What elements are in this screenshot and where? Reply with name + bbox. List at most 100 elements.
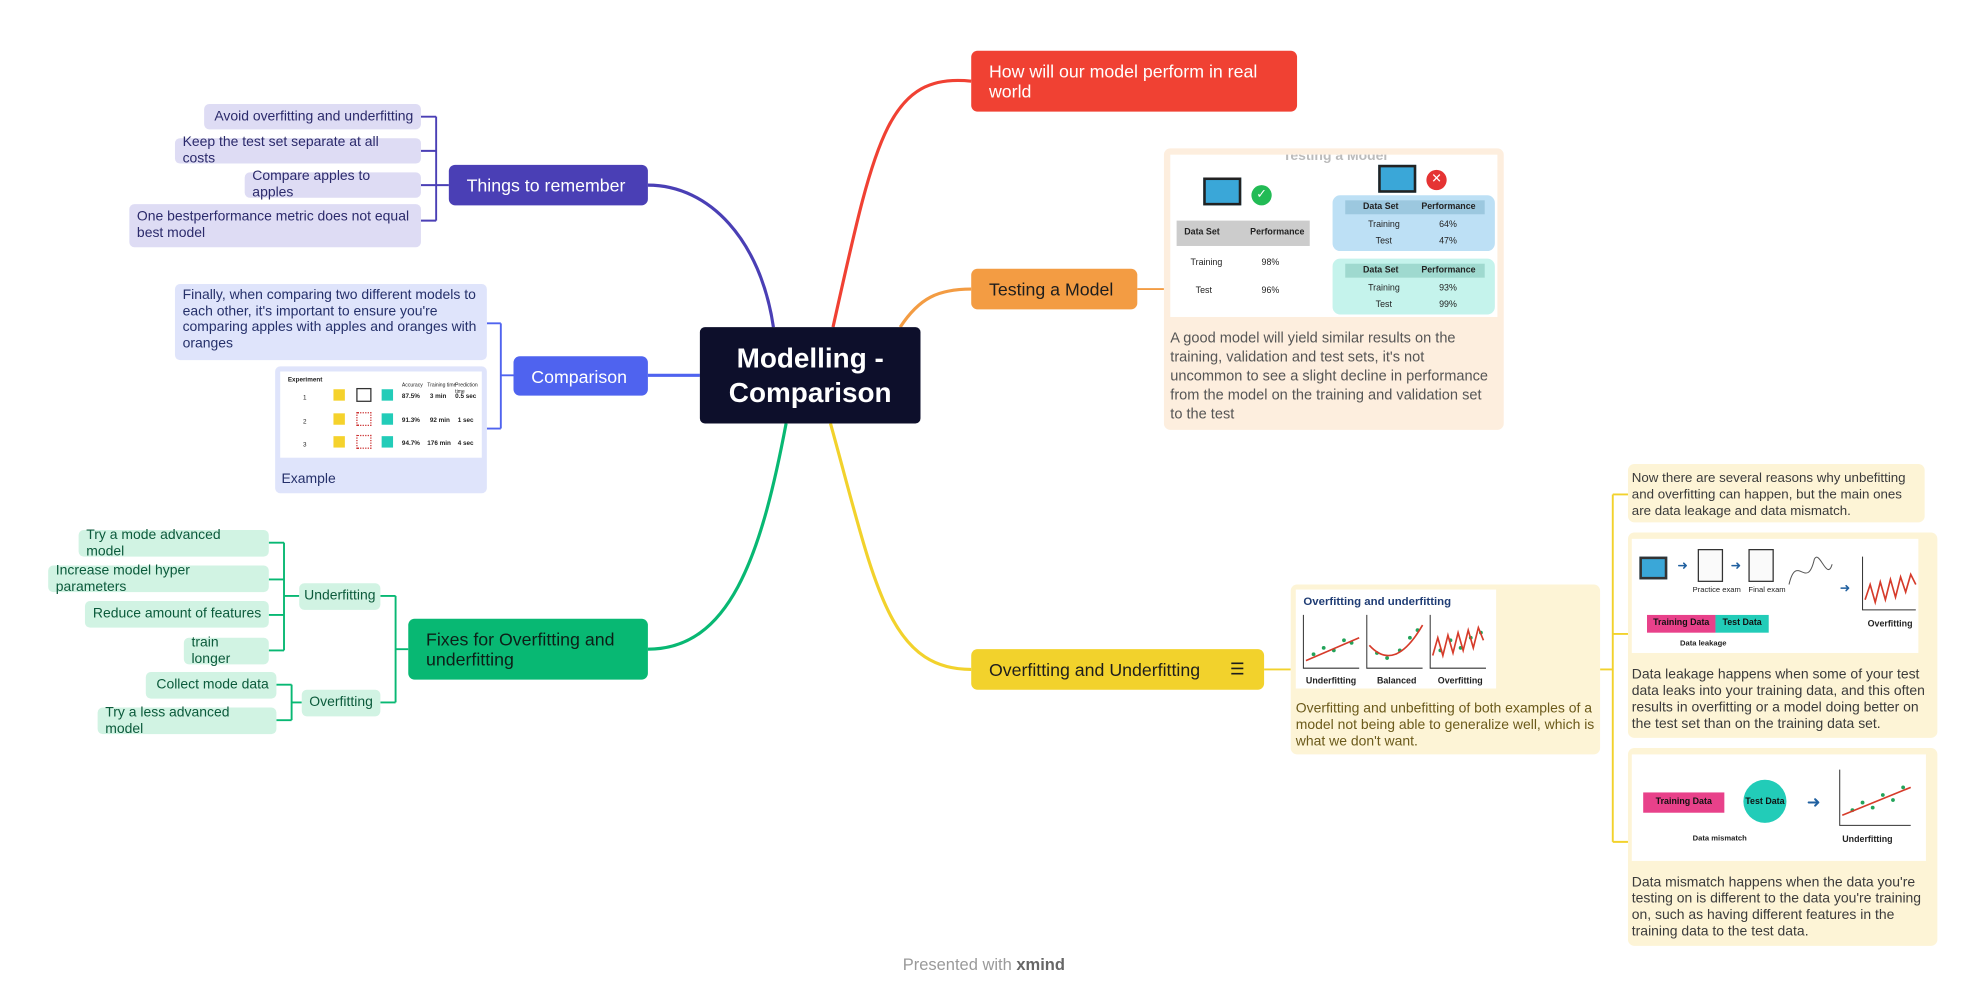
left-table-cell: Training <box>1190 258 1223 268</box>
data-mismatch-image: Training Data Test Data ➜ Underfitting D… <box>1631 754 1926 861</box>
underfit-curve-graphic <box>1839 769 1912 826</box>
overfitting-fix-item[interactable]: Collect mode data <box>145 671 277 699</box>
central-topic[interactable]: Modelling - Comparison <box>699 327 921 424</box>
central-topic-label: Modelling - Comparison <box>728 342 892 409</box>
comparison-note[interactable]: Finally, when comparing two different mo… <box>174 284 487 361</box>
testing-model-card: Testing a Model ✓ ✕ Data Set Performance… <box>1163 148 1504 430</box>
monitor-icon <box>1378 164 1417 193</box>
notes-icon[interactable]: ☰ <box>1229 659 1245 679</box>
reasons-note: Now there are several reasons why unbefi… <box>1631 470 1906 519</box>
topic-overfitting[interactable]: Overfitting and Underfitting ☰ <box>971 649 1265 690</box>
experiment-cell: 3 <box>303 441 307 449</box>
training-time-cell: 3 min <box>429 393 447 401</box>
overfitting-fix-item[interactable]: Try a less advanced model <box>97 704 277 736</box>
underfitting-fix-item[interactable]: Increase model hyper parameters <box>48 562 269 594</box>
testing-model-note: A good model will yield similar results … <box>1170 330 1488 423</box>
cross-icon: ✕ <box>1426 169 1447 191</box>
accuracy-cell: 91.3% <box>401 417 420 425</box>
data-leakage-note: Data leakage happens when some of your t… <box>1631 666 1925 732</box>
input-square <box>333 413 345 425</box>
mismatch-result: Underfitting <box>1842 835 1893 845</box>
prediction-time-cell: 1 sec <box>457 417 474 425</box>
topic-real-world-label: How will our model perform in real world <box>988 60 1258 102</box>
accuracy-header: Accuracy <box>401 381 423 388</box>
remember-item[interactable]: Compare apples to apples <box>244 169 421 200</box>
topic-things-to-remember[interactable]: Things to remember <box>448 164 648 206</box>
data-mismatch-card: Training Data Test Data ➜ Underfitting D… <box>1627 748 1938 946</box>
remember-item[interactable]: Avoid overfitting and underfitting <box>204 103 421 130</box>
topic-comparison-label: Comparison <box>531 365 627 387</box>
model-icon <box>356 412 372 427</box>
overfitting-subtopic[interactable]: Overfitting <box>301 689 381 717</box>
left-table-cell: Test <box>1195 286 1212 296</box>
topic-fixes-label: Fixes for Overfitting and underfitting <box>426 628 615 670</box>
reasons-card: Now there are several reasons why unbefi… <box>1627 464 1925 523</box>
comparison-example-caption: Example <box>281 471 336 487</box>
overfitting-cell: Test <box>1375 300 1392 310</box>
input-square <box>333 436 345 448</box>
remember-item[interactable]: Keep the test set separate at all costs <box>174 134 421 166</box>
left-table-header-cell: Performance <box>1250 228 1305 238</box>
comparison-example-card: Experiment Accuracy Training time Predic… <box>275 366 487 494</box>
overfitting-image: Overfitting and underfitting Underfittin… <box>1295 589 1497 689</box>
topic-testing-model-label: Testing a Model <box>988 278 1114 300</box>
step-label: Practice exam <box>1692 587 1741 595</box>
topic-testing-model[interactable]: Testing a Model <box>971 268 1138 310</box>
remember-item[interactable]: One bestperformance metric does not equa… <box>129 204 421 248</box>
underfitting-table-header: Data Set Performance <box>1345 200 1485 215</box>
underfitting-fix-item[interactable]: Try a mode advanced model <box>78 527 269 559</box>
topic-things-to-remember-label: Things to remember <box>466 174 626 196</box>
practice-exam-icon <box>1697 549 1724 582</box>
xmind-logo: xmind <box>1016 954 1065 974</box>
footer-prefix: Presented with <box>902 954 1012 974</box>
arrow-icon: ➜ <box>1839 581 1851 596</box>
topic-comparison[interactable]: Comparison <box>513 356 648 396</box>
left-table-header: Data Set Performance <box>1176 220 1310 246</box>
left-table-cell: 98% <box>1261 258 1280 268</box>
left-table-header-cell: Data Set <box>1184 228 1220 238</box>
arrow-icon: ➜ <box>1677 559 1689 574</box>
testing-model-image: Testing a Model ✓ ✕ Data Set Performance… <box>1170 154 1498 317</box>
fit-curves-graphic <box>1302 614 1486 669</box>
topic-real-world[interactable]: How will our model perform in real world <box>971 50 1298 112</box>
left-table-cell: 96% <box>1261 286 1280 296</box>
overfitting-header-cell: Performance <box>1421 266 1476 276</box>
overfitting-cell: 93% <box>1439 284 1457 293</box>
output-square <box>381 436 394 448</box>
overfitting-cell: 99% <box>1439 300 1457 310</box>
training-time-cell: 176 min <box>427 439 451 448</box>
model-icon <box>356 387 372 402</box>
topic-fixes[interactable]: Fixes for Overfitting and underfitting <box>408 618 648 680</box>
leakage-result: Overfitting <box>1867 620 1913 629</box>
arrow-icon: ➜ <box>1806 792 1821 812</box>
data-leakage-card: ➜ ➜ Practice exam Final exam ➜ Overfitti… <box>1627 532 1938 738</box>
testing-image-title: Testing a Model <box>1282 154 1388 164</box>
underfitting-fix-item[interactable]: train longer <box>183 635 269 666</box>
step-label: Final exam <box>1748 587 1786 595</box>
accuracy-cell: 94.7% <box>401 439 420 448</box>
prediction-time-header: Prediction time <box>455 381 478 395</box>
training-data-label: Training Data <box>1647 614 1716 633</box>
panel-label: Underfitting <box>1305 677 1357 686</box>
training-time-header: Training time <box>427 381 457 388</box>
input-square <box>333 389 345 401</box>
experiment-cell: 2 <box>303 418 307 427</box>
prediction-time-cell: 4 sec <box>457 439 474 448</box>
panel-label: Overfitting <box>1437 677 1483 686</box>
underfitting-header-cell: Data Set <box>1362 202 1399 212</box>
underfitting-cell: 64% <box>1439 220 1457 230</box>
check-icon: ✓ <box>1251 185 1272 206</box>
accuracy-cell: 87.5% <box>401 393 420 401</box>
underfitting-fix-item[interactable]: Reduce amount of features <box>84 600 269 628</box>
data-leakage-image: ➜ ➜ Practice exam Final exam ➜ Overfitti… <box>1631 538 1919 653</box>
overfitting-note: Overfitting and unbefitting of both exam… <box>1295 701 1595 750</box>
monitor-icon <box>1639 556 1668 580</box>
experiment-header: Experiment <box>287 376 323 385</box>
panel-label: Balanced <box>1376 677 1417 686</box>
prediction-time-cell: 0.5 sec <box>455 393 477 401</box>
overfitting-header-cell: Data Set <box>1362 266 1399 276</box>
underfitting-cell: 47% <box>1439 237 1457 246</box>
underfitting-subtopic[interactable]: Underfitting <box>299 583 381 610</box>
